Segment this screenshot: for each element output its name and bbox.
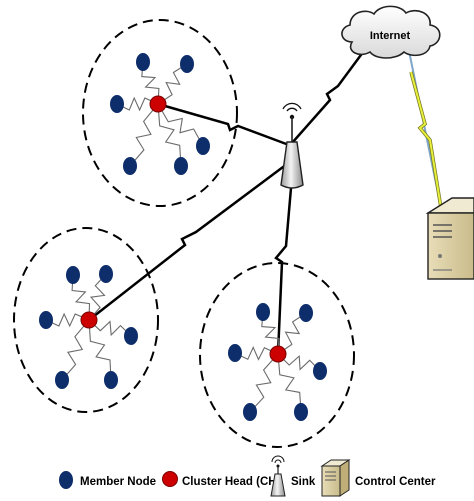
member-link: [277, 312, 307, 355]
intra-cluster-links: [45, 61, 321, 413]
member-link: [157, 103, 182, 167]
member-link: [116, 96, 159, 112]
sink-internet-link: [291, 39, 374, 144]
legend-control-center-label: Control Center: [355, 476, 436, 488]
legend-member-node-label: Member Node: [80, 476, 156, 488]
member-node: [99, 265, 113, 283]
legend-cluster-head-label: Cluster Head (CH): [182, 476, 281, 488]
legend-sink-label: Sink: [291, 476, 316, 488]
member-node: [110, 95, 124, 113]
member-node: [299, 304, 313, 322]
member-link: [88, 319, 132, 337]
cluster-head-node: [80, 311, 98, 329]
cluster-boundaries: [13, 19, 355, 448]
antenna-tower-icon: [280, 141, 304, 189]
cluster-boundary-3: [199, 262, 355, 448]
control-center-server: [425, 197, 474, 280]
long-range-links: [88, 39, 443, 355]
member-node: [66, 266, 80, 284]
member-node: [256, 303, 270, 321]
member-node: [136, 53, 150, 71]
server-top: [425, 197, 474, 214]
member-link: [249, 353, 279, 413]
member-link: [45, 312, 90, 328]
legend-cluster-head-icon: [162, 471, 178, 487]
member-node: [294, 403, 308, 421]
member-node: [123, 157, 137, 175]
cluster-boundary-2: [13, 227, 159, 413]
member-link: [71, 274, 91, 321]
cloud-icon: [341, 5, 441, 59]
member-link: [157, 63, 188, 105]
member-link: [129, 103, 159, 167]
sink-tower: [280, 102, 304, 189]
ch1-sink-link: [157, 102, 290, 147]
member-link: [277, 353, 321, 372]
cluster-head-node: [269, 345, 287, 363]
ch2-sink-link: [88, 162, 288, 321]
member-node: [39, 311, 53, 329]
ch3-sink-link: [274, 187, 293, 355]
member-link: [261, 311, 280, 355]
legend: Member Node Cluster Head (CH) Sink Contr…: [59, 455, 436, 497]
legend-sink-icon: [270, 455, 286, 497]
member-node: [313, 362, 327, 380]
member-node: [180, 55, 194, 73]
member-node: [104, 371, 118, 389]
legend-member-node-icon: [59, 471, 73, 489]
internet-label: Internet: [370, 30, 411, 42]
internet-link-glow: [410, 71, 442, 209]
member-link: [61, 319, 90, 381]
member-link: [277, 353, 302, 413]
server-led: [438, 254, 442, 258]
signal-arc-inner: [286, 107, 298, 112]
member-link: [88, 319, 112, 381]
member-link: [234, 346, 279, 361]
member-node: [243, 403, 257, 421]
member-node: [124, 327, 138, 345]
sensor-nodes: [39, 53, 327, 421]
internet-cloud: Internet: [341, 5, 441, 59]
cluster-head-node: [149, 95, 167, 113]
signal-arc-outer: [282, 102, 302, 110]
server-icon: [427, 212, 474, 280]
member-node: [196, 137, 210, 155]
member-node: [228, 344, 242, 362]
member-link: [141, 61, 160, 105]
member-link: [157, 103, 204, 147]
member-node: [174, 157, 188, 175]
member-link: [88, 273, 107, 321]
member-node: [55, 371, 69, 389]
cluster-boundary-1: [82, 19, 238, 207]
legend-control-center-icon: [320, 459, 351, 497]
